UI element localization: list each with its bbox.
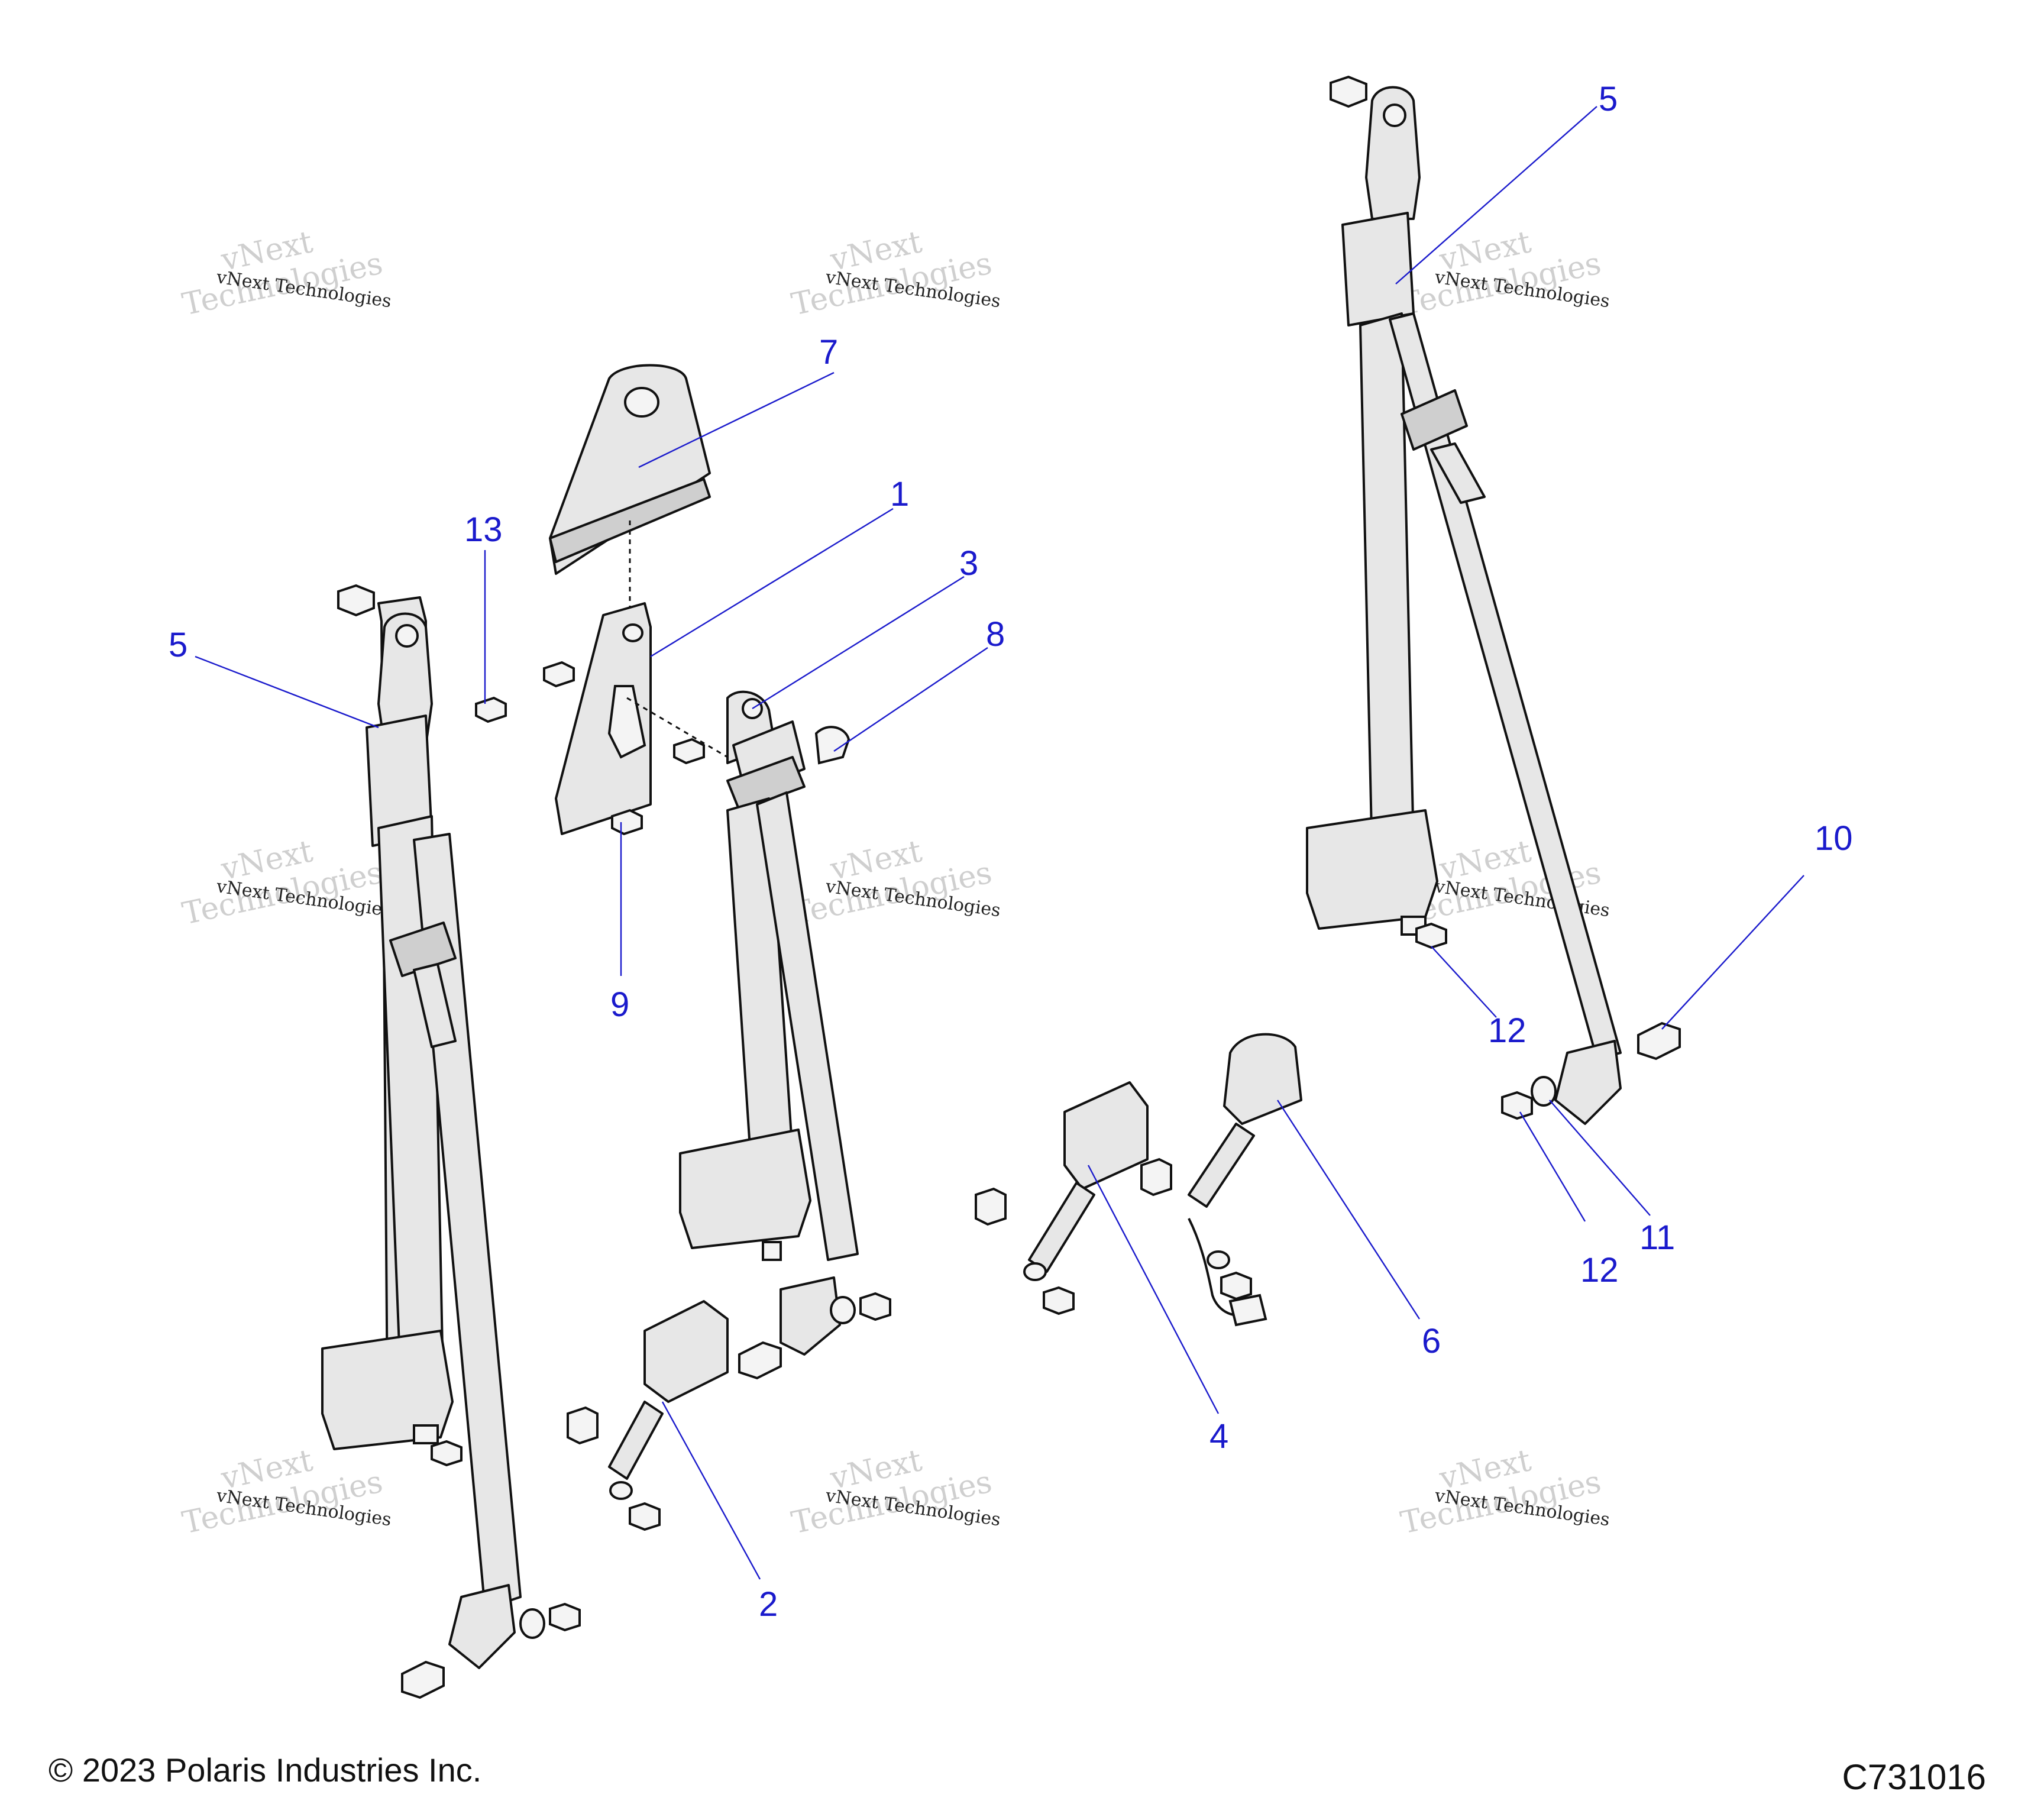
leader-line xyxy=(752,576,965,710)
buckle-stalk xyxy=(608,1401,664,1480)
callout-10: 10 xyxy=(1815,819,1853,858)
latch-plate xyxy=(726,756,806,811)
leader-line xyxy=(1431,946,1497,1018)
buckle-assembly-6 xyxy=(1188,1033,1302,1327)
callout-labels: 5 13 7 1 3 8 9 2 4 6 5 10 12 12 11 xyxy=(169,80,1853,1624)
bracket-hole xyxy=(624,387,659,418)
leader-line xyxy=(638,371,835,468)
leader-line xyxy=(1087,1165,1220,1414)
bolt-icon xyxy=(975,1187,1007,1226)
buckle-body xyxy=(1063,1081,1149,1190)
bolt-icon xyxy=(673,738,705,765)
bolt-icon xyxy=(395,624,419,648)
upper-anchor-cover xyxy=(1341,212,1415,326)
callout-11: 11 xyxy=(1639,1218,1675,1257)
buckle-assembly-4 xyxy=(975,1081,1172,1315)
latch-tongue xyxy=(413,963,457,1048)
latch-plate xyxy=(1401,389,1468,451)
bolt-icon xyxy=(611,809,643,836)
bolt-icon xyxy=(1140,1158,1172,1197)
leader-line xyxy=(1276,1100,1421,1320)
nut-icon xyxy=(549,1602,581,1632)
callout-2: 2 xyxy=(759,1585,778,1624)
washer-icon xyxy=(830,1296,856,1324)
nut-icon xyxy=(629,1502,661,1531)
nut-icon xyxy=(1043,1286,1075,1315)
callout-6: 6 xyxy=(1422,1322,1441,1360)
bolt-icon xyxy=(543,661,575,688)
buckle-body xyxy=(643,1300,729,1403)
buckle-body xyxy=(1223,1033,1302,1125)
callout-13: 13 xyxy=(464,510,503,549)
seat-belt-assembly-right xyxy=(1306,75,1681,1125)
belt-webbing-diagonal xyxy=(1389,312,1622,1060)
lower-anchor-plate xyxy=(780,1276,841,1356)
buckle-assembly-2 xyxy=(567,1300,729,1531)
retractor xyxy=(1306,809,1438,930)
washer-icon xyxy=(1531,1076,1557,1107)
nut-icon xyxy=(431,1440,463,1467)
nut-icon xyxy=(337,584,375,617)
leader-line xyxy=(1661,875,1804,1030)
nut-icon xyxy=(1501,1091,1533,1120)
nut-icon xyxy=(1220,1271,1252,1301)
nut-icon xyxy=(859,1292,891,1321)
lower-anchor-plate xyxy=(1554,1040,1622,1125)
buckle-stalk xyxy=(1188,1123,1255,1208)
callout-4: 4 xyxy=(1209,1417,1228,1456)
bolt-icon xyxy=(567,1406,599,1445)
center-bracket-group xyxy=(475,364,728,836)
callout-5-right: 5 xyxy=(1599,80,1618,118)
leader-line xyxy=(661,1401,761,1580)
alignment-line xyxy=(626,697,728,758)
lower-anchor-plate xyxy=(448,1584,516,1669)
retractor xyxy=(321,1330,454,1450)
bolt-icon xyxy=(413,1424,439,1444)
nut-icon xyxy=(1415,922,1447,949)
seat-belt-assembly-left xyxy=(321,584,581,1699)
belt-webbing-vertical xyxy=(1359,312,1415,859)
callout-9: 9 xyxy=(610,985,629,1024)
latch-plate xyxy=(389,922,457,977)
cap-icon xyxy=(814,726,850,765)
mounting-plate xyxy=(555,602,652,835)
diagram-id-label: C731016 xyxy=(1842,1757,1986,1797)
bolt-icon xyxy=(401,1660,445,1699)
callout-12-lower: 12 xyxy=(1580,1251,1619,1289)
callout-3: 3 xyxy=(959,544,978,583)
leader-line xyxy=(1549,1100,1651,1216)
retractor xyxy=(679,1129,811,1249)
copyright-text: © 2023 Polaris Industries Inc. xyxy=(48,1751,482,1789)
leader-line xyxy=(195,655,379,729)
leader-lines xyxy=(195,106,1804,1580)
latch-tongue xyxy=(1430,442,1486,504)
seat-belt-assembly-center xyxy=(679,690,891,1380)
bolt-icon xyxy=(762,1241,782,1261)
washer-icon xyxy=(1023,1262,1047,1281)
callout-12-upper: 12 xyxy=(1488,1011,1526,1050)
buckle-stalk xyxy=(1028,1182,1095,1273)
callout-1: 1 xyxy=(890,475,909,513)
leader-line xyxy=(1395,106,1597,284)
bolt-icon xyxy=(475,696,507,723)
bolt-icon xyxy=(1637,1021,1681,1061)
washer-icon xyxy=(1207,1250,1230,1269)
bolt-icon xyxy=(1383,104,1406,127)
upper-anchor xyxy=(1365,86,1421,220)
sensor-connector xyxy=(1228,1294,1267,1327)
plate-hole xyxy=(622,623,643,642)
callout-8: 8 xyxy=(986,615,1005,654)
leader-line xyxy=(833,647,988,752)
washer-icon xyxy=(609,1481,633,1500)
leader-line xyxy=(650,507,894,658)
callout-5-left: 5 xyxy=(169,626,187,664)
bolt-icon xyxy=(738,1341,782,1380)
belt-webbing-diagonal xyxy=(756,791,859,1261)
washer-icon xyxy=(519,1608,545,1639)
nut-icon xyxy=(1330,75,1367,108)
leader-line xyxy=(1519,1111,1586,1222)
callout-7: 7 xyxy=(819,333,838,371)
